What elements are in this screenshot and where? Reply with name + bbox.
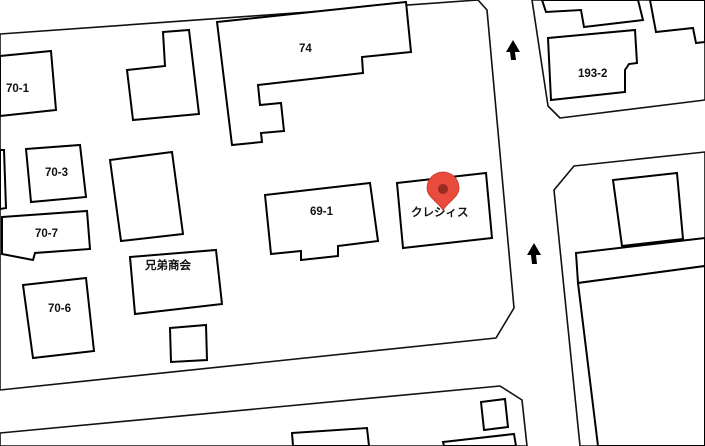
label-69-1: 69-1 — [310, 206, 334, 218]
building-small — [168, 323, 209, 364]
building-kyodai-shokai — [128, 248, 224, 316]
building-70-6 — [21, 276, 96, 360]
building-193-2 — [546, 28, 639, 102]
building-69-1 — [263, 181, 380, 262]
building-bottom-b — [479, 397, 510, 432]
map-pin-icon[interactable] — [426, 171, 460, 211]
building-tall — [125, 28, 201, 122]
building-right-lower — [576, 264, 705, 446]
one-way-arrow-icon — [506, 40, 520, 60]
label-70-7: 70-7 — [35, 228, 58, 240]
label-70-1: 70-1 — [6, 83, 30, 95]
building-crecis — [395, 171, 494, 250]
building-box — [108, 150, 185, 243]
building-74 — [215, 0, 413, 147]
block-bottom — [0, 385, 528, 446]
label-crecis[interactable]: クレシィス — [411, 206, 469, 219]
building-top-right-b — [648, 0, 705, 45]
building-bottom-a — [290, 426, 371, 446]
building-edge-left — [0, 149, 8, 211]
building-top-right-a — [540, 0, 645, 29]
building-70-1 — [0, 49, 58, 118]
building-70-7 — [0, 209, 92, 262]
building-70-3 — [24, 143, 88, 204]
building-right-a — [611, 171, 685, 248]
label-kyodai-shokai: 兄弟商会 — [144, 258, 191, 272]
block-main — [0, 0, 515, 391]
label-70-3: 70-3 — [45, 167, 68, 179]
building-right-long — [574, 236, 705, 285]
building-bottom-c — [441, 432, 518, 446]
label-193-2: 193-2 — [578, 68, 607, 80]
label-70-6: 70-6 — [48, 303, 71, 315]
one-way-arrow-icon — [527, 243, 541, 264]
label-74: 74 — [299, 43, 312, 55]
